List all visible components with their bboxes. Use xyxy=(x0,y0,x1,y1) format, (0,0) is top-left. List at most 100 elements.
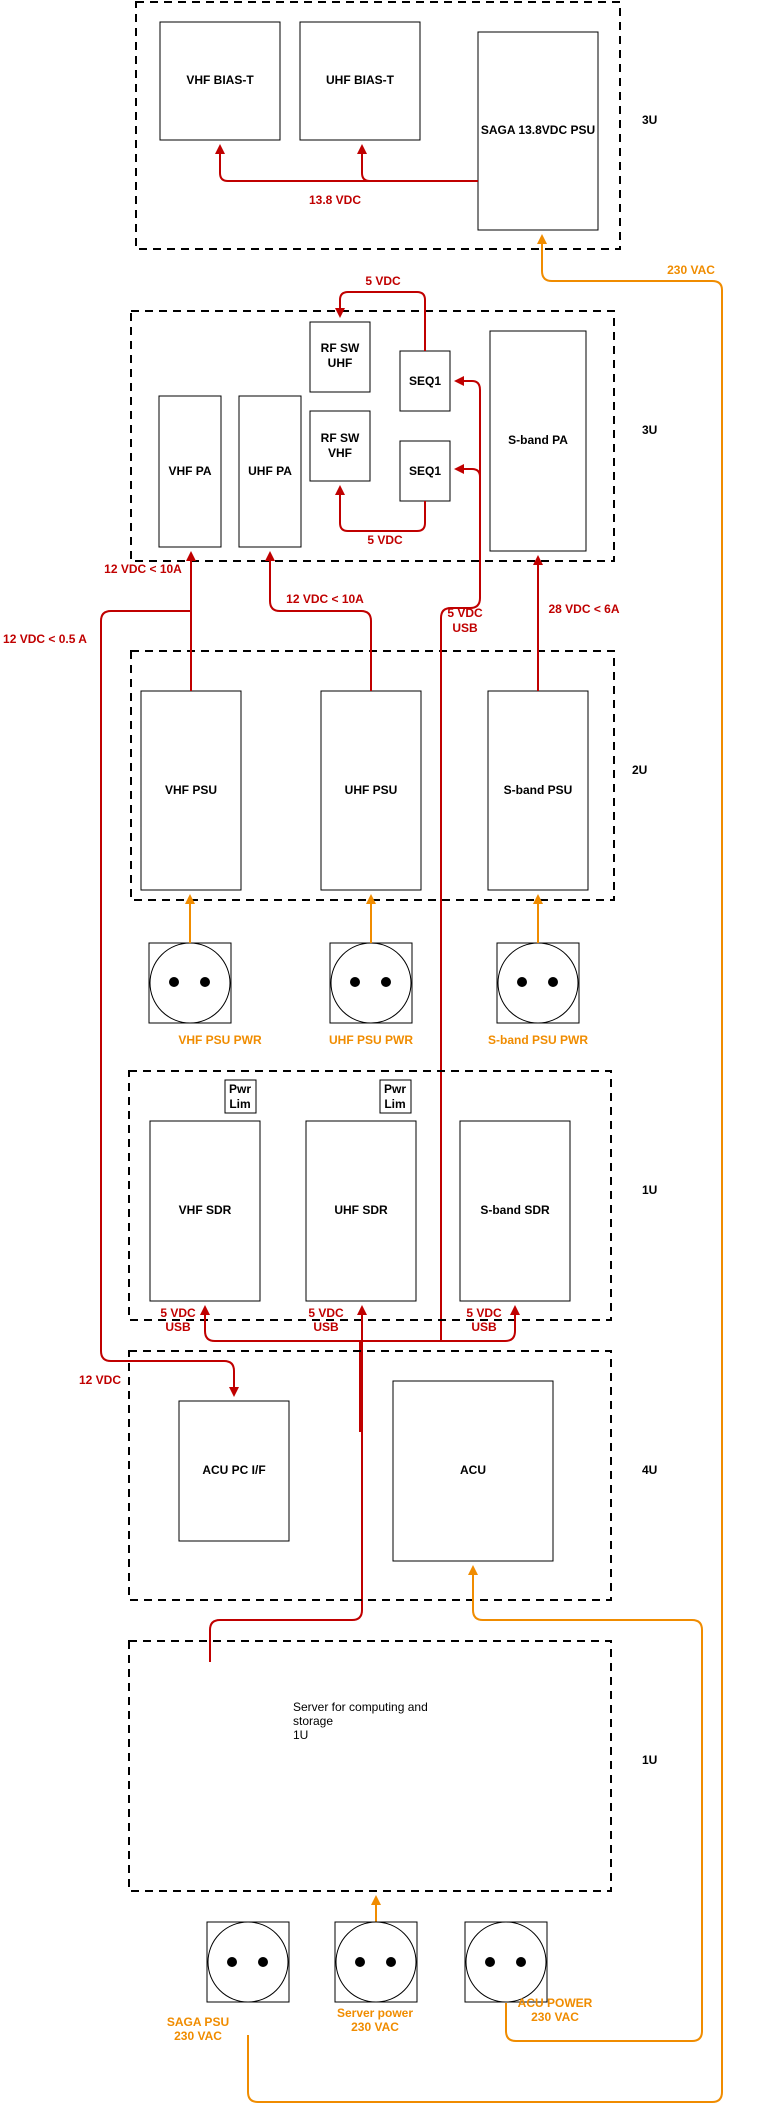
uhf-sdr-usb-label-1: 5 VDC xyxy=(308,1306,344,1320)
server-label-2: storage xyxy=(293,1714,333,1728)
server-power-socket xyxy=(334,1921,418,2003)
uhf-psu-socket xyxy=(329,942,413,1024)
sband-sdr-usb-label-2: USB xyxy=(471,1320,497,1334)
rack-3-units: 2U xyxy=(632,763,647,777)
saga-ac-feed-line xyxy=(247,234,723,2103)
server-usb-trunk-line xyxy=(209,1341,363,1662)
bias-t-dc-line xyxy=(215,144,478,182)
rack-4: 1U Pwr Lim Pwr Lim VHF SDR UHF SDR S-ban… xyxy=(128,1070,657,1334)
sband-sdr-usb-label-1: 5 VDC xyxy=(466,1306,502,1320)
uhf-bias-t-label: UHF BIAS-T xyxy=(326,73,395,87)
saga-psu-box xyxy=(477,31,599,231)
rack-2: 3U RF SW UHF RF SW VHF SEQ1 SEQ1 VHF PA … xyxy=(130,274,657,562)
seq-to-rfsw-uhf-line xyxy=(335,291,426,351)
saga-psu-label: SAGA 13.8VDC PSU xyxy=(481,123,595,137)
acu-power-socket-label-2: 230 VAC xyxy=(531,2010,579,2024)
acu-label: ACU xyxy=(460,1463,486,1477)
uhf-psu-label: UHF PSU xyxy=(345,783,398,797)
rf-sw-vhf-label-2: VHF xyxy=(328,446,352,460)
acu-if-dc-line xyxy=(100,610,239,1397)
uhf-bias-t-box xyxy=(299,21,421,141)
sband-psu-box xyxy=(487,690,589,891)
rack-5-frame xyxy=(128,1350,612,1601)
rack-1: 3U VHF BIAS-T UHF BIAS-T SAGA 13.8VDC PS… xyxy=(135,1,657,250)
vhf-pa-box xyxy=(158,395,222,548)
usb-to-sband-sdr-line xyxy=(362,1305,520,1342)
seq-usb-label-1: 5 VDC xyxy=(447,606,483,620)
rf-sw-uhf-label-1: RF SW xyxy=(321,341,360,355)
vhf-psu-socket xyxy=(148,942,232,1024)
rack-2-frame xyxy=(130,310,615,562)
vhf-psu-box xyxy=(140,690,242,891)
usb-to-seq1-bottom-line xyxy=(440,464,481,1341)
saga-ac-feed-label: 230 VAC xyxy=(667,263,715,277)
server-label-1: Server for computing and xyxy=(293,1700,428,1714)
uhf-sdr-label: UHF SDR xyxy=(334,1203,388,1217)
pwr-lim-1-label-2: Lim xyxy=(229,1097,250,1111)
saga-psu-socket xyxy=(206,1921,290,2003)
acu-if-box xyxy=(178,1400,290,1542)
seq1-bottom-label: SEQ1 xyxy=(409,464,441,478)
acu-power-socket-label-1: ACU POWER xyxy=(518,1996,593,2010)
sband-pa-box xyxy=(489,330,587,552)
vhf-bias-t-label: VHF BIAS-T xyxy=(186,73,254,87)
usb-to-vhf-sdr-line xyxy=(200,1305,362,1342)
seq1-bottom-box xyxy=(399,440,451,502)
vhf-pa-label: VHF PA xyxy=(168,464,211,478)
sband-psu-socket-label: S-band PSU PWR xyxy=(488,1033,588,1047)
rack-2-units: 3U xyxy=(642,423,657,437)
pwr-lim-2-box xyxy=(379,1079,412,1114)
uhf-psu-to-pa-line xyxy=(265,551,372,691)
sband-psu-label: S-band PSU xyxy=(504,783,573,797)
acu-box xyxy=(392,1380,554,1562)
vhf-psu-socket-label: VHF PSU PWR xyxy=(178,1033,262,1047)
server-power-socket-label-1: Server power xyxy=(337,2006,413,2020)
sband-sdr-label: S-band SDR xyxy=(480,1203,550,1217)
pwr-lim-1-label-1: Pwr xyxy=(229,1082,251,1096)
rack-1-units: 3U xyxy=(642,113,657,127)
uhf-psu-socket-label: UHF PSU PWR xyxy=(329,1033,413,1047)
rack-4-frame xyxy=(128,1070,612,1321)
uhf-psu-box xyxy=(320,690,422,891)
sband-psu-to-pa-label: 28 VDC < 6A xyxy=(548,602,619,616)
vhf-sdr-usb-label-1: 5 VDC xyxy=(160,1306,196,1320)
psu-sockets: VHF PSU PWR UHF PSU PWR S-band PSU PWR xyxy=(148,942,588,1047)
rack-5: 4U ACU PC I/F ACU xyxy=(128,1350,657,1601)
vhf-sdr-usb-label-2: USB xyxy=(165,1320,191,1334)
sband-sdr-box xyxy=(459,1120,571,1302)
uhf-psu-to-pa-label: 12 VDC < 10A xyxy=(286,592,364,606)
seq-to-rfsw-uhf-label: 5 VDC xyxy=(365,274,401,288)
seq1-top-label: SEQ1 xyxy=(409,374,441,388)
acu-if-label: ACU PC I/F xyxy=(202,1463,265,1477)
pwr-lim-2-label-2: Lim xyxy=(384,1097,405,1111)
sband-psu-socket xyxy=(496,942,580,1024)
rf-sw-uhf-box xyxy=(309,321,371,393)
server-label-3: 1U xyxy=(293,1728,308,1742)
acu-if-dc-label: 12 VDC < 0.5 A xyxy=(3,632,87,646)
rack-3: 2U VHF PSU UHF PSU S-band PSU xyxy=(130,650,647,901)
vhf-sdr-box xyxy=(149,1120,261,1302)
uhf-sdr-usb-label-2: USB xyxy=(313,1320,339,1334)
rack-1-frame xyxy=(135,1,621,250)
rf-sw-vhf-label-1: RF SW xyxy=(321,431,360,445)
seq-to-rfsw-vhf-label: 5 VDC xyxy=(367,533,403,547)
usb-to-seq1-top-line xyxy=(454,376,481,480)
rack-6-units: 1U xyxy=(642,1753,657,1767)
pwr-lim-1-box xyxy=(224,1079,257,1114)
saga-psu-socket-label-2: 230 VAC xyxy=(174,2029,222,2043)
vhf-bias-t-box xyxy=(159,21,281,141)
uhf-sdr-box xyxy=(305,1120,417,1302)
uhf-bias-t-dc-line xyxy=(357,144,380,182)
sband-pa-label: S-band PA xyxy=(508,433,568,447)
server-power-socket-label-2: 230 VAC xyxy=(351,2020,399,2034)
seq-to-rfsw-vhf-line xyxy=(335,485,426,532)
rf-sw-vhf-box xyxy=(309,410,371,482)
pwr-lim-2-label-1: Pwr xyxy=(384,1082,406,1096)
rf-sw-uhf-label-2: UHF xyxy=(328,356,353,370)
rack-5-units: 4U xyxy=(642,1463,657,1477)
rack-4-units: 1U xyxy=(642,1183,657,1197)
acu-power-socket xyxy=(464,1921,548,2003)
bias-t-dc-label: 13.8 VDC xyxy=(309,193,361,207)
acu-if-12vdc-label: 12 VDC xyxy=(79,1373,121,1387)
